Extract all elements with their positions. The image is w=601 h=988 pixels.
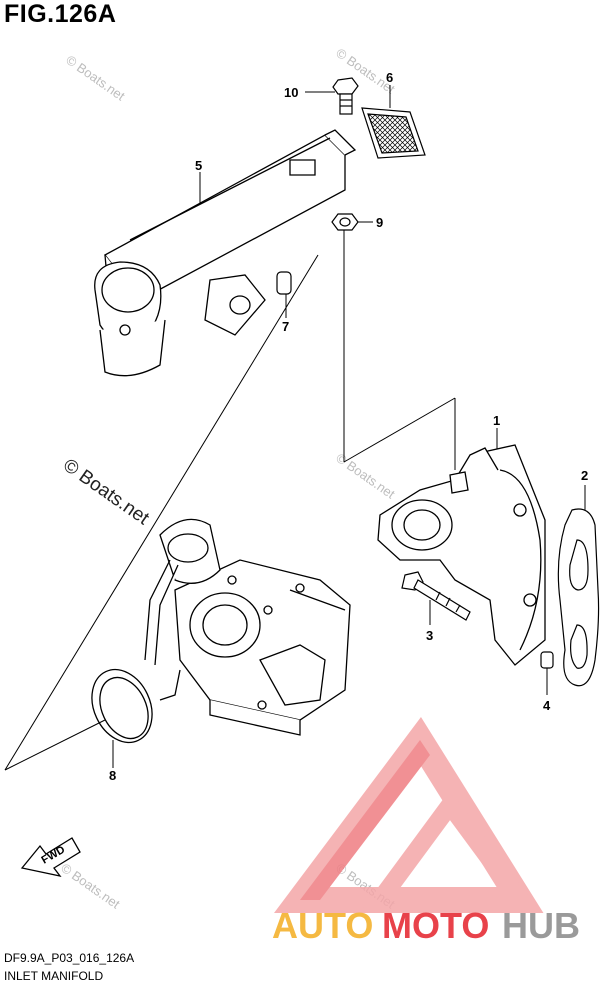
callout-8: 8 [109, 768, 116, 783]
part-3-bolt [401, 571, 471, 621]
callout-7: 7 [282, 319, 289, 334]
part-6-screen [361, 107, 426, 159]
callout-9: 9 [376, 215, 383, 230]
carburetor-assembly [144, 518, 351, 736]
brand-logo [274, 717, 544, 913]
brand-text-auto: AUTO [272, 905, 373, 946]
watermark-small-3: © Boats.net [333, 450, 398, 502]
callout-10: 10 [284, 85, 298, 100]
figure-code: DF9.9A_P03_016_126A [4, 951, 135, 965]
figure-name: INLET MANIFOLD [4, 969, 104, 983]
callout-2: 2 [581, 468, 588, 483]
callout-3: 3 [426, 628, 433, 643]
watermark-main: © Boats.net [59, 455, 153, 530]
brand-wordmark: AUTO MOTO HUB [272, 905, 580, 946]
brand-text-hub: HUB [502, 905, 580, 946]
watermark-small-1: © Boats.net [63, 52, 128, 104]
figure-title: FIG.126A [4, 0, 117, 28]
part-5-silencer [94, 129, 357, 377]
part-10-bolt [332, 77, 359, 115]
brand-text-moto: MOTO [382, 905, 489, 946]
part-8-oring [91, 668, 153, 744]
part-2-gasket [557, 508, 600, 687]
part-4-dowel [540, 651, 554, 669]
callout-6: 6 [386, 70, 393, 85]
leader-lines [4, 85, 586, 771]
part-7-dowel [276, 271, 292, 295]
callout-1: 1 [493, 413, 500, 428]
watermark-small-4: © Boats.net [58, 860, 123, 912]
part-9-nut [331, 213, 359, 231]
callout-5: 5 [195, 158, 202, 173]
part-1-manifold [377, 444, 546, 666]
callout-4: 4 [543, 698, 551, 713]
